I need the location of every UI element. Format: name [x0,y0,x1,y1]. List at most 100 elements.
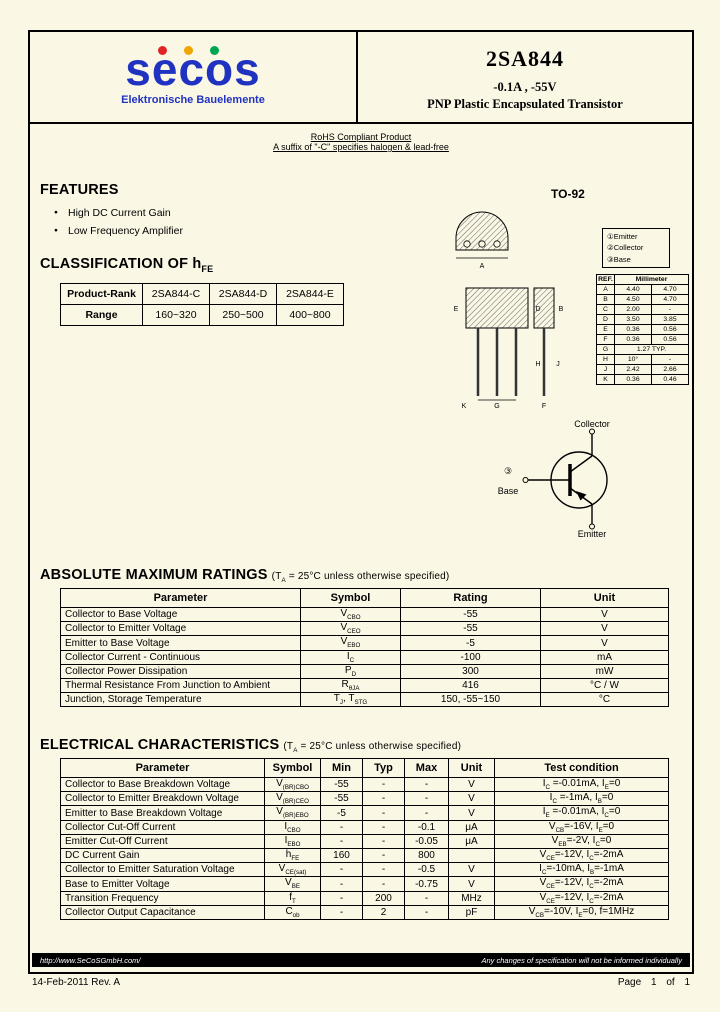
symbol-cell: TJ, TSTG [300,692,401,708]
min-cell: -5 [320,805,363,821]
unit-cell: V [448,876,495,892]
min-cell: 1.27 TYP. [614,344,689,355]
pin-label-emitter: ①Emitter [607,232,638,241]
condition-cell: VEB=-2V, IC=0 [494,833,669,850]
logo-subtitle: Elektronische Bauelemente [121,94,265,107]
typ-cell: - [362,876,405,892]
min-cell: 160 [320,848,363,864]
header-cell: Typ [362,758,405,778]
max-cell: 0.56 [651,324,689,335]
min-cell: - [320,833,363,850]
part-number: 2SA844 [485,46,565,71]
package-name: TO-92 [551,187,585,201]
dim-label-j: J [556,361,560,368]
range-cell: 400~800 [276,303,344,326]
revision-line: 14-Feb-2011 Rev. A [32,977,121,988]
to92-front-view-drawing: E D H G K [454,287,541,410]
param-cell: Collector to Base Breakdown Voltage [60,776,265,793]
max-cell: - [404,776,449,793]
base-label: Base [498,486,519,496]
symbol-cell: VCBO [300,606,401,623]
symbol-cell: fT [264,890,321,906]
param-cell: Emitter to Base Breakdown Voltage [60,805,265,821]
footer-url: http://www.SeCoSGmbH.com/ [40,955,141,965]
max-cell: 2.66 [651,364,689,375]
footer-note: Any changes of specification will not be… [481,955,682,965]
max-cell: -0.05 [404,833,449,850]
header-cell: Test condition [494,758,669,778]
dim-label-a: A [480,263,485,270]
symbol-cell: VEBO [300,635,401,651]
min-cell: 0.36 [614,374,652,385]
max-cell: - [651,304,689,315]
typ-cell: - [362,776,405,793]
symbol-cell: IEBO [264,833,321,850]
of-label: of [666,977,675,988]
rohs-line1: RoHS Compliant Product [310,132,412,142]
rating-cell: -100 [400,649,541,665]
unit-cell: V [448,862,495,878]
unit-cell: pF [448,904,495,921]
max-cell: 4.70 [651,284,689,295]
symbol-cell: Cob [264,904,321,921]
min-cell: 10° [614,354,652,365]
unit-cell: V [540,635,669,651]
param-cell: Collector to Emitter Breakdown Voltage [60,791,265,807]
min-cell: 0.36 [614,324,652,335]
header-cell: 2SA844-D [209,282,277,305]
dim-label-b: B [559,306,564,313]
rating-line: -0.1A , -55V [493,80,557,94]
header-cell: Millimeter [614,274,689,285]
collector-label: Collector [574,419,610,429]
ec-title: ELECTRICAL CHARACTERISTICS [40,737,280,753]
footer-bar: http://www.SeCoSGmbH.com/ Any changes of… [32,953,690,967]
pin-label-collector: ②Collector [607,243,644,253]
param-cell: Collector to Emitter Voltage [60,621,301,637]
min-cell: -55 [320,776,363,793]
page-label: Page [617,977,642,988]
list-item: High DC Current Gain [54,207,183,219]
param-cell: Junction, Storage Temperature [60,692,301,708]
rating-cell: -5 [400,635,541,651]
header-cell: Rating [400,588,541,608]
ref-cell: E [596,324,615,335]
ref-cell: F [596,334,615,345]
min-cell: -55 [320,791,363,807]
base-pin-number: ③ [504,466,512,476]
max-cell: -0.75 [404,876,449,892]
emitter-label: Emitter [578,529,607,538]
unit-cell: mA [540,649,669,665]
list-item: Low Frequency Amplifier [54,225,183,237]
param-cell: Collector Output Capacitance [60,904,265,921]
min-cell: 4.50 [614,294,652,305]
rating-cell: 416 [400,678,541,694]
to92-top-view-drawing: A [455,211,509,270]
min-cell: - [320,819,363,835]
condition-cell: IC =-1mA, IB=0 [494,791,669,807]
ref-cell: G [596,344,615,355]
symbol-cell: ICBO [264,819,321,835]
max-cell: - [404,791,449,807]
page-total: 1 [684,977,690,988]
header-cell: 2SA844-E [276,282,344,305]
max-cell: - [651,354,689,365]
typ-cell: - [362,805,405,821]
unit-cell: °C / W [540,678,669,694]
typ-cell: - [362,819,405,835]
table-row: REF. Millimeter [596,274,689,285]
logo-yellow-dot-icon [184,45,194,55]
max-cell: - [404,904,449,921]
param-cell: Transition Frequency [60,890,265,906]
unit-cell: μA [448,819,495,835]
